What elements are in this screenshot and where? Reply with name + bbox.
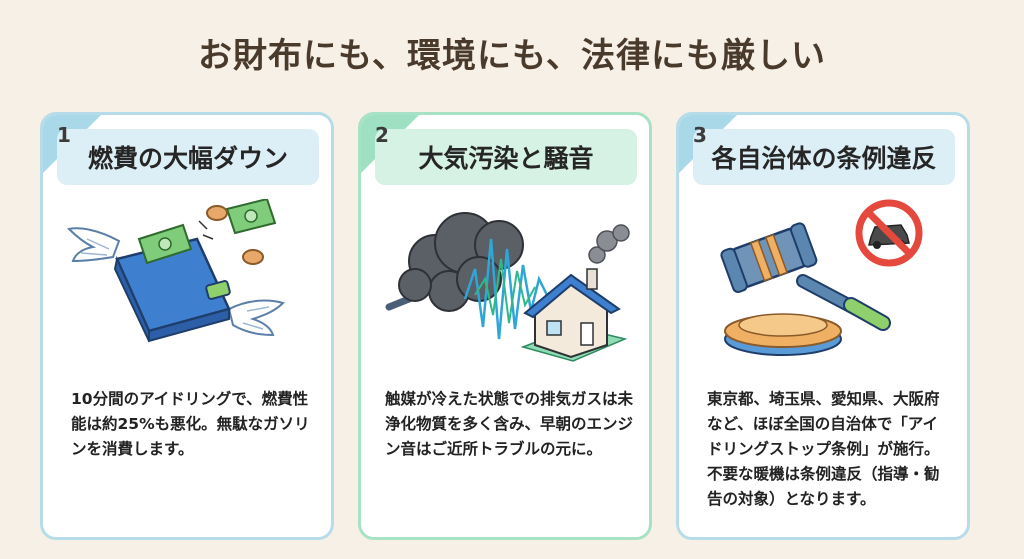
card-heading: 燃費の大幅ダウン	[57, 129, 319, 185]
flying-wallet-money-icon	[66, 199, 285, 343]
card-ordinance-violation: 各自治体の条例違反 3 東京都、埼玉県、愛知県、大阪府など、ほぼ全国の自治体で「…	[676, 112, 970, 540]
exhaust-smoke-noise-house-icon	[385, 212, 630, 362]
card-description: 触媒が冷えた状態での排気ガスは未浄化物質を多く含み、早朝のエンジン音はご近所トラ…	[385, 390, 634, 458]
card-number: 1	[57, 123, 71, 147]
card-description: 東京都、埼玉県、愛知県、大阪府など、ほぼ全国の自治体で「アイドリングストップ条例…	[707, 390, 940, 508]
card-number: 2	[375, 123, 389, 147]
card-heading: 各自治体の条例違反	[693, 129, 955, 185]
gavel-no-car-icon	[720, 199, 923, 356]
card-pollution-noise: 大気汚染と騒音 2 触媒が冷えた状態での排気ガスは未浄化物質を多	[358, 112, 652, 540]
page-title: お財布にも、環境にも、法律にも厳しい	[198, 36, 826, 76]
card-description: 10分間のアイドリングで、燃費性能は約25%も悪化。無駄なガソリンを消費します。	[71, 390, 310, 458]
card-fuel-economy: 燃費の大幅ダウン 1 10分間のアイドリングで、燃費性能は約25%も悪化。無駄な…	[40, 112, 334, 540]
card-heading: 大気汚染と騒音	[375, 129, 637, 185]
card-number: 3	[693, 123, 707, 147]
